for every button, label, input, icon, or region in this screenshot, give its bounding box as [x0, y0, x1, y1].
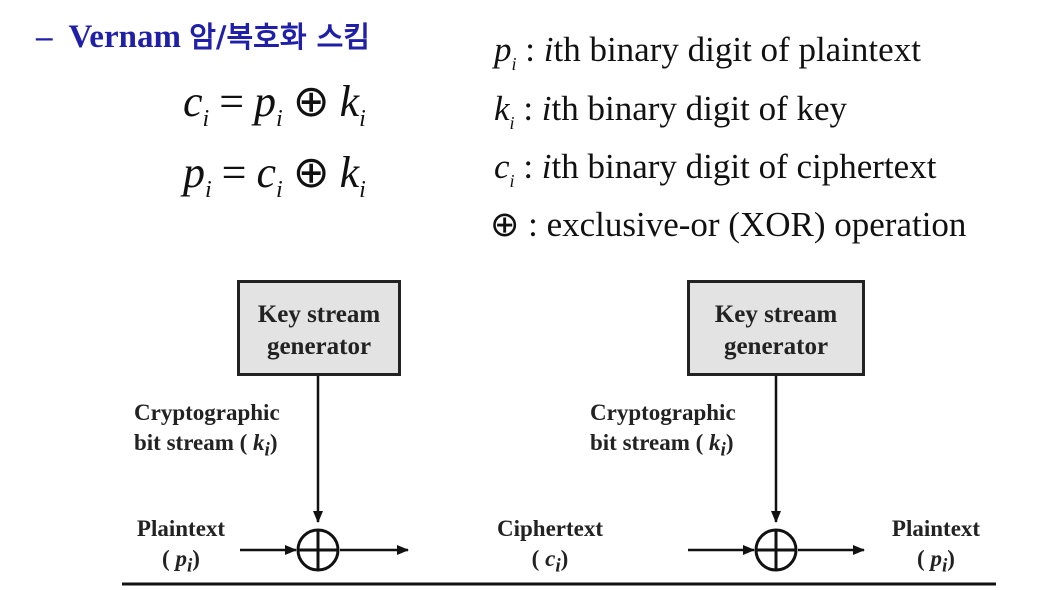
- def-sub: i: [509, 171, 515, 191]
- right-input-symbol: ( ci): [480, 544, 620, 582]
- def-ith: i: [541, 89, 552, 128]
- right-output-symbol: ( pi): [872, 544, 1000, 582]
- eq2-lhs-sub: i: [205, 177, 212, 203]
- output-sub: i: [941, 555, 948, 577]
- left-stream-line1: Cryptographic: [134, 400, 280, 425]
- right-key-stream-generator-box: Key stream generator: [687, 280, 865, 376]
- def-symbol: c: [494, 147, 510, 186]
- input-symbol: p: [175, 546, 187, 571]
- eq1-lhs: c: [183, 77, 203, 126]
- stream-suffix: ): [269, 430, 278, 455]
- bullet-dash: –: [36, 19, 53, 55]
- slide-heading: –Vernam 암/복호화 스킴: [36, 14, 370, 56]
- output-symbol: p: [930, 546, 942, 571]
- left-xor-icon: [296, 528, 340, 572]
- stream-symbol: k: [709, 430, 721, 455]
- def-sep: :: [514, 147, 542, 186]
- def-sub: i: [511, 54, 517, 74]
- eq1-b-sub: i: [359, 106, 366, 132]
- paren-close: ): [192, 546, 200, 571]
- left-input-title: Plaintext: [136, 516, 226, 541]
- equation-decrypt: pi=ci⊕ki: [183, 147, 366, 204]
- input-symbol: c: [545, 546, 556, 571]
- heading-korean: 암/복호화 스킴: [189, 20, 370, 54]
- stream-symbol: k: [253, 430, 265, 455]
- eq1-a: p: [254, 77, 277, 126]
- right-input-label: Ciphertext ( ci): [480, 514, 620, 582]
- eq2-a: c: [256, 148, 277, 197]
- right-stream-line1: Cryptographic: [590, 400, 736, 425]
- def-sub: i: [509, 113, 515, 133]
- stream-sub: i: [720, 439, 726, 461]
- left-stream-line2: bit stream ( ki): [134, 428, 280, 466]
- right-output-label: Plaintext ( pi): [872, 514, 1000, 582]
- paren-open: (: [917, 546, 925, 571]
- right-output-title: Plaintext: [891, 516, 981, 541]
- stream-sub: i: [264, 439, 270, 461]
- paren-close: ): [947, 546, 955, 571]
- def-sep: :: [519, 205, 547, 244]
- definition-xor: ⊕ : exclusive-or (XOR) operation: [490, 205, 966, 245]
- definition-c: ci : ith binary digit of ciphertext: [494, 147, 936, 192]
- eq1-lhs-sub: i: [202, 106, 210, 132]
- paren-close: ): [560, 546, 569, 571]
- eq1-equals: =: [219, 77, 245, 126]
- def-text: th binary digit of ciphertext: [551, 147, 937, 186]
- heading-latin: Vernam: [68, 19, 190, 55]
- def-sep: :: [514, 89, 542, 128]
- input-sub: i: [555, 555, 561, 577]
- left-box-label: Key stream generator: [257, 301, 381, 360]
- definition-k: ki : ith binary digit of key: [494, 89, 847, 134]
- stream-prefix: bit stream (: [134, 430, 254, 455]
- def-text: th binary digit of key: [551, 89, 848, 128]
- eq2-lhs: p: [183, 148, 205, 197]
- eq1-b: k: [339, 77, 360, 126]
- eq2-b: k: [339, 148, 360, 197]
- def-text: th binary digit of plaintext: [553, 30, 921, 69]
- right-box-label: Key stream generator: [714, 301, 838, 360]
- def-ith: i: [543, 30, 554, 69]
- left-key-stream-generator-box: Key stream generator: [237, 280, 401, 376]
- right-input-title: Ciphertext: [496, 516, 604, 541]
- eq2-a-sub: i: [276, 177, 283, 203]
- def-text: exclusive-or (XOR) operation: [546, 205, 967, 244]
- paren-open: (: [531, 546, 540, 571]
- left-stream-label: Cryptographic bit stream ( ki): [134, 398, 280, 466]
- eq2-b-sub: i: [359, 177, 366, 203]
- input-sub: i: [186, 555, 193, 577]
- eq1-xor: ⊕: [292, 77, 330, 126]
- eq2-equals: =: [221, 148, 247, 197]
- def-sep: :: [516, 30, 544, 69]
- xor-symbol: ⊕: [490, 205, 520, 244]
- left-input-label: Plaintext ( pi): [122, 514, 240, 582]
- definition-p: pi : ith binary digit of plaintext: [494, 30, 921, 75]
- stream-suffix: ): [725, 430, 734, 455]
- paren-open: (: [162, 546, 170, 571]
- eq2-xor: ⊕: [292, 148, 330, 197]
- stream-prefix: bit stream (: [590, 430, 710, 455]
- def-ith: i: [541, 147, 552, 186]
- equation-encrypt: ci=pi⊕ki: [183, 76, 366, 133]
- right-stream-label: Cryptographic bit stream ( ki): [590, 398, 736, 466]
- right-stream-line2: bit stream ( ki): [590, 428, 736, 466]
- right-xor-icon: [754, 528, 798, 572]
- eq1-a-sub: i: [276, 106, 283, 132]
- def-symbol: k: [494, 89, 510, 128]
- def-symbol: p: [494, 30, 512, 69]
- left-input-symbol: ( pi): [122, 544, 240, 582]
